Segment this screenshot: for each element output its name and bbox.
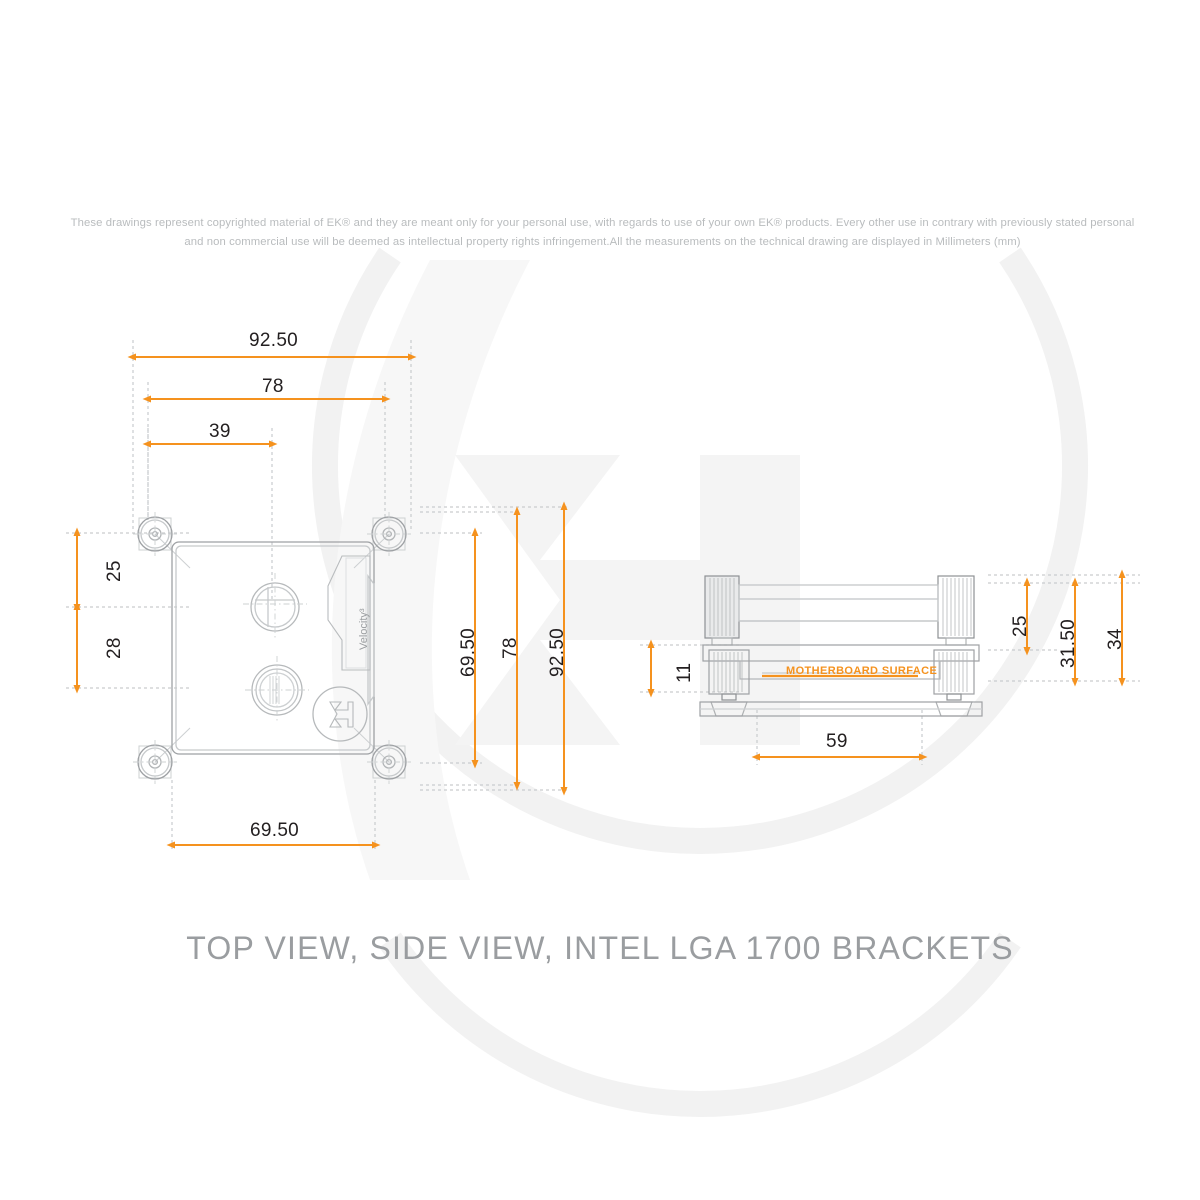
dimension-label-69-50-bottom: 69.50 bbox=[250, 820, 300, 841]
right-fitting bbox=[937, 575, 975, 646]
extension-lines-top-view bbox=[66, 340, 570, 852]
copyright-disclaimer: These drawings represent copyrighted mat… bbox=[70, 217, 1135, 248]
left-fitting bbox=[704, 575, 740, 646]
dimension-label-39-top: 39 bbox=[209, 421, 231, 442]
side-view-block bbox=[699, 575, 983, 717]
dimension-label-69-50-right: 69.50 bbox=[458, 627, 479, 677]
dimension-label-25-left: 25 bbox=[104, 560, 125, 582]
dimension-label-11-side: 11 bbox=[674, 662, 695, 683]
dimension-label-92-50-top: 92.50 bbox=[249, 330, 299, 351]
dimension-lines-top-view bbox=[73, 353, 568, 849]
dimension-label-78-right: 78 bbox=[500, 637, 521, 659]
motherboard-surface-label: MOTHERBOARD SURFACE bbox=[786, 665, 938, 677]
top-view-block bbox=[133, 512, 411, 784]
dimension-label-78-top: 78 bbox=[262, 376, 284, 397]
dimension-lines-side-view bbox=[647, 569, 1126, 761]
left-thumbscrew bbox=[708, 649, 750, 717]
dimension-label-59-side: 59 bbox=[826, 731, 848, 752]
dimension-label-25-side: 25 bbox=[1010, 615, 1031, 637]
right-thumbscrew bbox=[933, 649, 975, 717]
drawing-caption: TOP VIEW, SIDE VIEW, INTEL LGA 1700 BRAC… bbox=[186, 930, 1014, 966]
dimension-label-92-50-right: 92.50 bbox=[547, 627, 568, 677]
dimension-label-34-side: 34 bbox=[1105, 628, 1126, 650]
dimension-label-28-left: 28 bbox=[104, 637, 125, 659]
ek-logo-icon bbox=[312, 686, 368, 742]
dimension-label-31-50-side: 31.50 bbox=[1058, 618, 1079, 668]
product-name-label: Velocity³ bbox=[358, 608, 370, 650]
